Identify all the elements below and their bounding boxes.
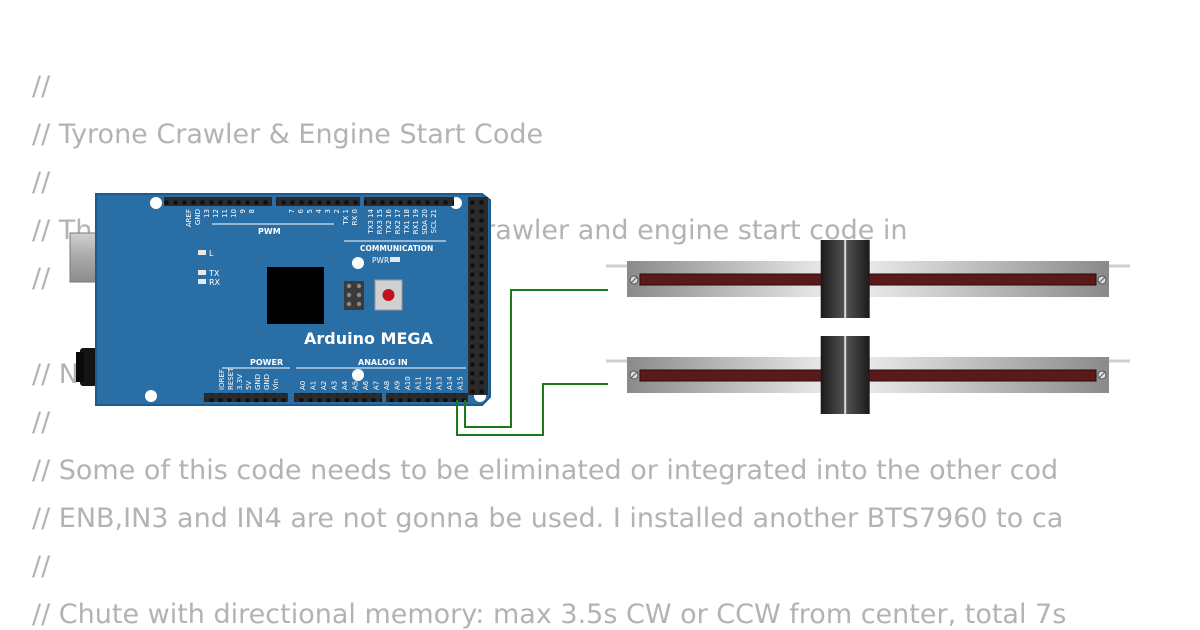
code-line: //	[32, 551, 51, 582]
pin-label: A7	[373, 381, 381, 390]
pin-label: 6	[297, 208, 305, 213]
led-l-label: L	[209, 249, 214, 258]
pin-label: TX2 16	[385, 208, 393, 234]
pin-label: 3.3V	[236, 374, 244, 390]
pin-label: GND	[194, 209, 202, 225]
arduino-mega-board[interactable]: L TX RX PWR PWM COMMUNICATION Arduino ME…	[69, 193, 491, 406]
led-rx-label: RX	[209, 278, 221, 287]
pin-label: A0	[299, 381, 307, 390]
pin-label: 11	[221, 209, 229, 218]
pin-label: A15	[457, 376, 465, 390]
pin-label: 9	[239, 209, 247, 213]
code-line: // Tyrone Crawler & Engine Start Code	[32, 119, 544, 150]
comm-header[interactable]	[364, 197, 454, 206]
analog-header-low[interactable]	[294, 393, 382, 402]
led-tx	[198, 270, 206, 275]
slider-knob[interactable]	[820, 336, 870, 414]
pin-label: A14	[446, 376, 454, 390]
wire-a15-slider1[interactable]	[464, 289, 608, 428]
pin-label: TX3 14	[367, 208, 375, 234]
pin-label: A1	[310, 381, 318, 390]
pin-label: IOREF	[218, 369, 226, 390]
microcontroller-chip	[267, 267, 324, 324]
digital-header-mid[interactable]	[276, 197, 360, 206]
pwm-label: PWM	[258, 227, 281, 236]
slider-knob[interactable]	[820, 240, 870, 318]
board-name: Arduino MEGA	[304, 329, 434, 348]
led-pwr	[390, 257, 400, 262]
wires[interactable]	[456, 289, 608, 436]
pin-label: A10	[404, 376, 412, 390]
pin-label: A4	[341, 380, 349, 390]
pin-label: 8	[248, 209, 256, 213]
pin-label: Vin	[272, 379, 280, 390]
code-line: //	[32, 263, 51, 294]
pin-label: RX2 17	[394, 209, 402, 234]
pin-label: A8	[383, 381, 391, 390]
wire-a14-slider2[interactable]	[456, 383, 608, 436]
pin-label: 3	[324, 209, 332, 213]
pin-label: A13	[436, 376, 444, 390]
led-tx-label: TX	[208, 269, 220, 278]
led-rx	[198, 279, 206, 284]
pin-label: 4	[315, 208, 323, 213]
pin-label: 7	[288, 209, 296, 213]
pin-label: SDA 20	[421, 209, 429, 235]
pin-label: GND	[263, 374, 271, 390]
pwr-label: PWR	[372, 256, 389, 265]
code-line: // ENB,IN3 and IN4 are not gonna be used…	[32, 503, 1064, 534]
double-row-header[interactable]	[468, 197, 488, 395]
pin-label: SCL 21	[430, 209, 438, 233]
reset-button[interactable]	[374, 279, 403, 311]
pin-label: A3	[331, 381, 339, 390]
code-line: //	[32, 407, 51, 438]
slide-potentiometer-1[interactable]	[606, 240, 1130, 318]
power-header[interactable]	[204, 393, 288, 402]
code-line: //	[32, 167, 51, 198]
pin-label: GND	[254, 374, 262, 390]
pin-label: AREF	[185, 209, 193, 227]
led-l	[198, 250, 206, 255]
pin-label: A12	[425, 376, 433, 390]
pin-label: RX 0	[351, 209, 359, 225]
pin-label: 2	[333, 209, 341, 213]
pin-label: 5V	[245, 381, 253, 390]
pin-label: A11	[415, 376, 423, 390]
pin-label: RX1 19	[412, 209, 420, 234]
pin-label: RESET	[227, 367, 235, 390]
pin-label: 5	[306, 209, 314, 213]
analog-in-label: ANALOG IN	[358, 358, 408, 367]
pin-label: RX3 15	[376, 209, 384, 234]
pin-label: TX1 18	[403, 209, 411, 235]
communication-label: COMMUNICATION	[360, 244, 433, 253]
pin-label: 12	[212, 209, 220, 218]
code-line: // Some of this code needs to be elimina…	[32, 455, 1059, 486]
pin-label: A6	[362, 380, 370, 390]
power-label: POWER	[250, 358, 283, 367]
pin-label: TX 1	[342, 209, 350, 226]
pin-label: A5	[352, 381, 360, 390]
icsp-header	[344, 281, 364, 310]
pin-label: 13	[203, 209, 211, 218]
pin-label: A2	[320, 381, 328, 390]
code-line: // Chute with directional memory: max 3.…	[32, 599, 1067, 630]
pin-label: 10	[230, 209, 238, 218]
code-line: //	[32, 71, 51, 102]
slide-potentiometer-2[interactable]	[606, 336, 1130, 414]
pin-label: A9	[394, 381, 402, 390]
analog-header-high[interactable]	[386, 393, 468, 402]
digital-header-left[interactable]	[164, 197, 272, 206]
